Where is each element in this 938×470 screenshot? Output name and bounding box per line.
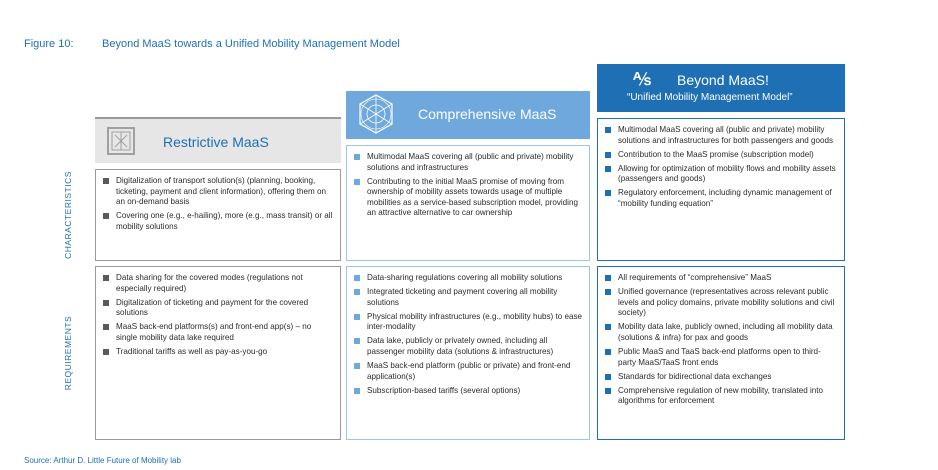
list-item: Digitalization of transport solution(s) … — [102, 176, 334, 208]
figure-title-text: Beyond MaaS towards a Unified Mobility M… — [102, 38, 400, 50]
list-item: Unified governance (representatives acro… — [604, 287, 838, 319]
column-subtitle: “Unified Mobility Management Model” — [627, 92, 793, 103]
list-item: Covering one (e.g., e-hailing), more (e.… — [102, 211, 334, 232]
header-comprehensive-maas: Comprehensive MaaS — [346, 91, 590, 139]
list-item: Data lake, publicly or privately owned, … — [353, 336, 583, 357]
column-title: Beyond MaaS! — [677, 72, 769, 88]
source-note: Source: Arthur D. Little Future of Mobil… — [24, 456, 181, 465]
unified-mobility-icon: ⅍ — [633, 69, 651, 89]
list-item: Data-sharing regulations covering all mo… — [353, 273, 583, 284]
list-item: All requirements of “comprehensive” MaaS — [604, 273, 838, 284]
row-label-requirements: REQUIREMENTS — [63, 315, 73, 391]
list-item: Allowing for optimization of mobility fl… — [604, 164, 838, 185]
list-item: Contribution to the MaaS promise (subscr… — [604, 150, 838, 161]
header-restrictive-maas: Restrictive MaaS — [95, 117, 341, 163]
list-item: Standards for bidirectional data exchang… — [604, 372, 838, 383]
beyond-requirements-box: All requirements of “comprehensive” MaaS… — [597, 266, 845, 440]
list-item: Comprehensive regulation of new mobility… — [604, 386, 838, 407]
list-item: MaaS back-end platform (public or privat… — [353, 361, 583, 382]
figure-title: Figure 10: Beyond MaaS towards a Unified … — [24, 38, 400, 50]
list-item: Subscription-based tariffs (several opti… — [353, 386, 583, 397]
restrictive-characteristics-box: Digitalization of transport solution(s) … — [95, 169, 341, 261]
list-item: Digitalization of ticketing and payment … — [102, 298, 334, 319]
list-item: Contributing to the initial MaaS promise… — [353, 177, 583, 219]
list-item: Traditional tariffs as well as pay-as-yo… — [102, 347, 334, 358]
list-item: Physical mobility infrastructures (e.g.,… — [353, 312, 583, 333]
header-beyond-maas: ⅍ Beyond MaaS! “Unified Mobility Managem… — [597, 64, 845, 112]
list-item: MaaS back-end platforms(s) and front-end… — [102, 322, 334, 343]
network-globe-icon — [354, 92, 398, 136]
comprehensive-requirements-box: Data-sharing regulations covering all mo… — [346, 266, 590, 440]
row-label-characteristics: CHARACTERISTICS — [63, 171, 73, 259]
column-title: Comprehensive MaaS — [418, 106, 557, 122]
restrictive-box-icon — [107, 127, 135, 155]
list-item: Multimodal MaaS covering all (public and… — [353, 152, 583, 173]
list-item: Mobility data lake, publicly owned, incl… — [604, 322, 838, 343]
list-item: Multimodal MaaS covering all (public and… — [604, 125, 838, 146]
restrictive-requirements-box: Data sharing for the covered modes (regu… — [95, 266, 341, 440]
comprehensive-characteristics-box: Multimodal MaaS covering all (public and… — [346, 145, 590, 261]
list-item: Integrated ticketing and payment coverin… — [353, 287, 583, 308]
figure-number: Figure 10: — [24, 38, 74, 50]
list-item: Public MaaS and TaaS back-end platforms … — [604, 347, 838, 368]
beyond-characteristics-box: Multimodal MaaS covering all (public and… — [597, 118, 845, 261]
list-item: Data sharing for the covered modes (regu… — [102, 273, 334, 294]
column-title: Restrictive MaaS — [163, 134, 269, 150]
list-item: Regulatory enforcement, including dynami… — [604, 188, 838, 209]
